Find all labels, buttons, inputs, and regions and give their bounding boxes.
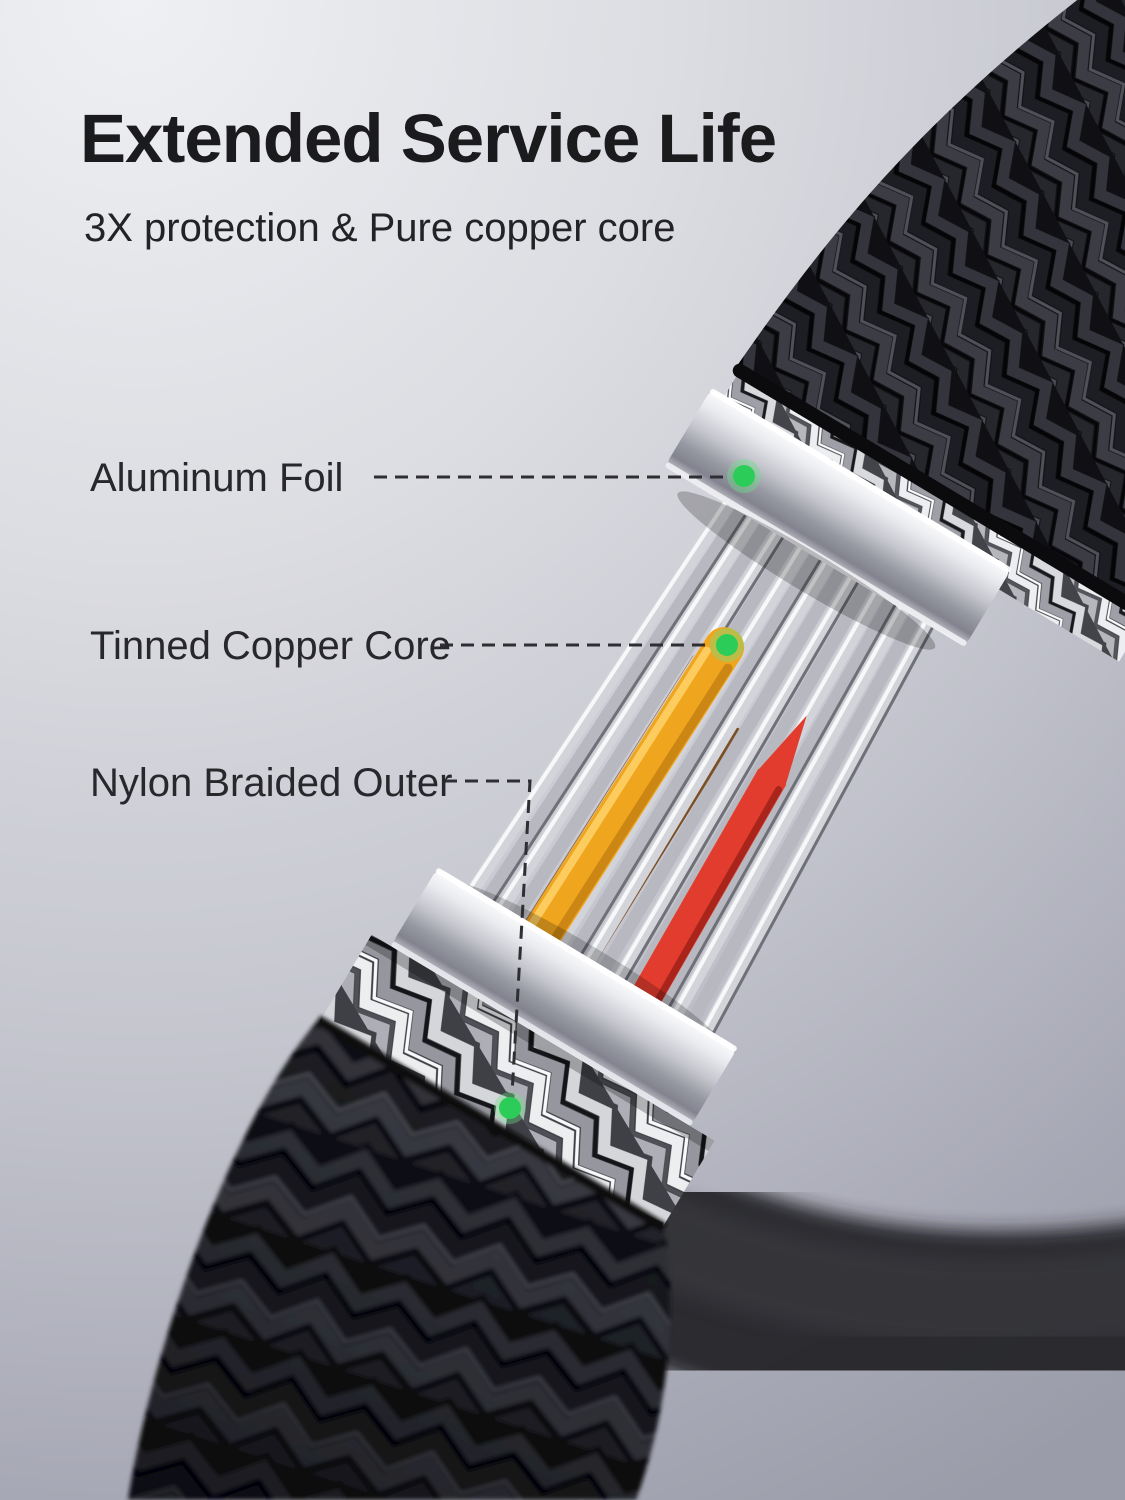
cable-cutaway-group: [319, 0, 1125, 1228]
copper-strand: [565, 535, 843, 994]
aluminum-foil-ring-top: [665, 388, 1011, 650]
nylon-braid-lower: [128, 1015, 671, 1500]
copper-strand: [649, 580, 910, 1042]
copper-strand: [635, 566, 914, 1048]
copper-strand: [605, 557, 873, 1015]
page-subtitle: 3X protection & Pure copper core: [84, 206, 676, 250]
copper-strand: [561, 528, 852, 1004]
aluminum-foil-ring-bottom: [391, 868, 737, 1126]
nylon-braid-upper: [735, 0, 1125, 682]
callout-dots: [494, 459, 761, 1124]
copper-strand: [654, 579, 917, 1048]
copper-strand: [665, 580, 938, 1066]
callout-dot-nylon-braided-outer: [494, 1092, 526, 1124]
copper-strand: [590, 543, 877, 1021]
copper-strand: [472, 484, 778, 950]
yellow-insulated-wire: [497, 627, 745, 992]
callout-dot-tinned-copper-core: [710, 628, 744, 662]
copper-strand: [683, 594, 942, 1065]
copper-strand: [457, 477, 766, 941]
page-title: Extended Service Life: [80, 100, 777, 177]
shield-band-shadow: [365, 934, 715, 1152]
copper-strand: [487, 491, 790, 959]
copper-strand: [693, 602, 947, 1068]
callout-label-nylon-braided-outer: Nylon Braided Outer: [90, 761, 453, 805]
copper-strand: [650, 573, 926, 1057]
braided-shield-band-lower: [319, 934, 715, 1228]
copper-strand: [576, 536, 864, 1012]
copper-strand: [594, 550, 867, 1012]
copper-strand: [471, 491, 762, 935]
red-insulated-wire: [610, 715, 807, 1043]
callout-dot-aluminum-foil: [727, 459, 761, 493]
nylon-cut-rim: [732, 363, 1125, 687]
leader-line-nylon-braided-outer: [444, 779, 532, 1095]
copper-strand: [446, 475, 744, 923]
callout-label-aluminum-foil: Aluminum Foil: [90, 456, 344, 500]
callout-label-tinned-copper-core: Tinned Copper Core: [90, 624, 451, 668]
copper-strand: [442, 469, 753, 932]
copper-strand: [560, 535, 836, 988]
copper-strand: [679, 588, 951, 1075]
copper-strand: [546, 521, 840, 995]
background-cable-blurred: [500, 1132, 1125, 1431]
